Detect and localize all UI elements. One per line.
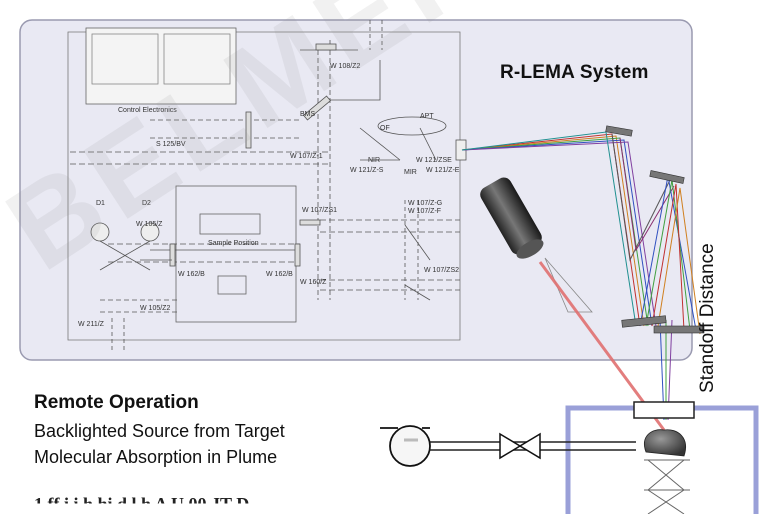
label-w211-z: W 211/Z [78, 321, 105, 328]
label-w107-zs1: W 107/ZS1 [302, 207, 337, 214]
remote-operation-heading: Remote Operation [34, 392, 199, 413]
label-apt: APT [420, 113, 434, 120]
target-enclosure [565, 405, 759, 514]
label-sample-position: Sample Position [208, 240, 259, 247]
laser-head [480, 177, 544, 259]
label-w160-z: W 160/Z [300, 279, 327, 286]
window-port [633, 401, 695, 419]
label-mir: MIR [404, 169, 417, 176]
label-w121-zs: W 121/Z-S [350, 167, 384, 174]
label-w162-b-2: W 162/B [266, 271, 293, 278]
label-nir: NIR [368, 157, 380, 164]
system-panel [19, 19, 693, 361]
label-w121-zse: W 121/ZSE [416, 157, 452, 164]
label-w107-z1: W 107/Z-1 [290, 153, 323, 160]
optical-schematic [67, 20, 467, 352]
remote-operation-line-1: Backlighted Source from Target [34, 421, 285, 441]
standoff-distance-label: Standoff Distance [697, 243, 718, 393]
label-bms: BMS [300, 111, 316, 118]
label-d2: D2 [142, 200, 151, 207]
valve [499, 432, 541, 460]
label-w108-z2: W 108/Z2 [330, 63, 360, 70]
label-w107-zf: W 107/Z-F [408, 208, 441, 215]
vacuum-pump [380, 425, 431, 467]
label-w105-z: W 105/Z [136, 221, 163, 228]
label-of: OF [380, 125, 390, 132]
label-w105-z2: W 105/Z2 [140, 305, 170, 312]
cut-off-caption: 1 ff i i h hi d l h A U 00 JT D [34, 494, 250, 514]
label-w107-zs2: W 107/ZS2 [424, 267, 459, 274]
label-w121-ze: W 121/Z-E [426, 167, 460, 174]
label-w162-b: W 162/B [178, 271, 205, 278]
rock-sample [644, 429, 690, 515]
label-w107-zg: W 107/Z-G [408, 200, 442, 207]
remote-operation-line-2: Molecular Absorption in Plume [34, 447, 278, 467]
label-s125-bv: S 125/BV [156, 141, 186, 148]
spectrometer-mirrors [605, 125, 705, 334]
system-title: R-LEMA System [500, 62, 649, 83]
label-d1: D1 [96, 200, 105, 207]
label-control-electronics: Control Electronics [118, 107, 177, 114]
remote-operation-block: Remote Operation Backlighted Source from… [34, 392, 285, 470]
